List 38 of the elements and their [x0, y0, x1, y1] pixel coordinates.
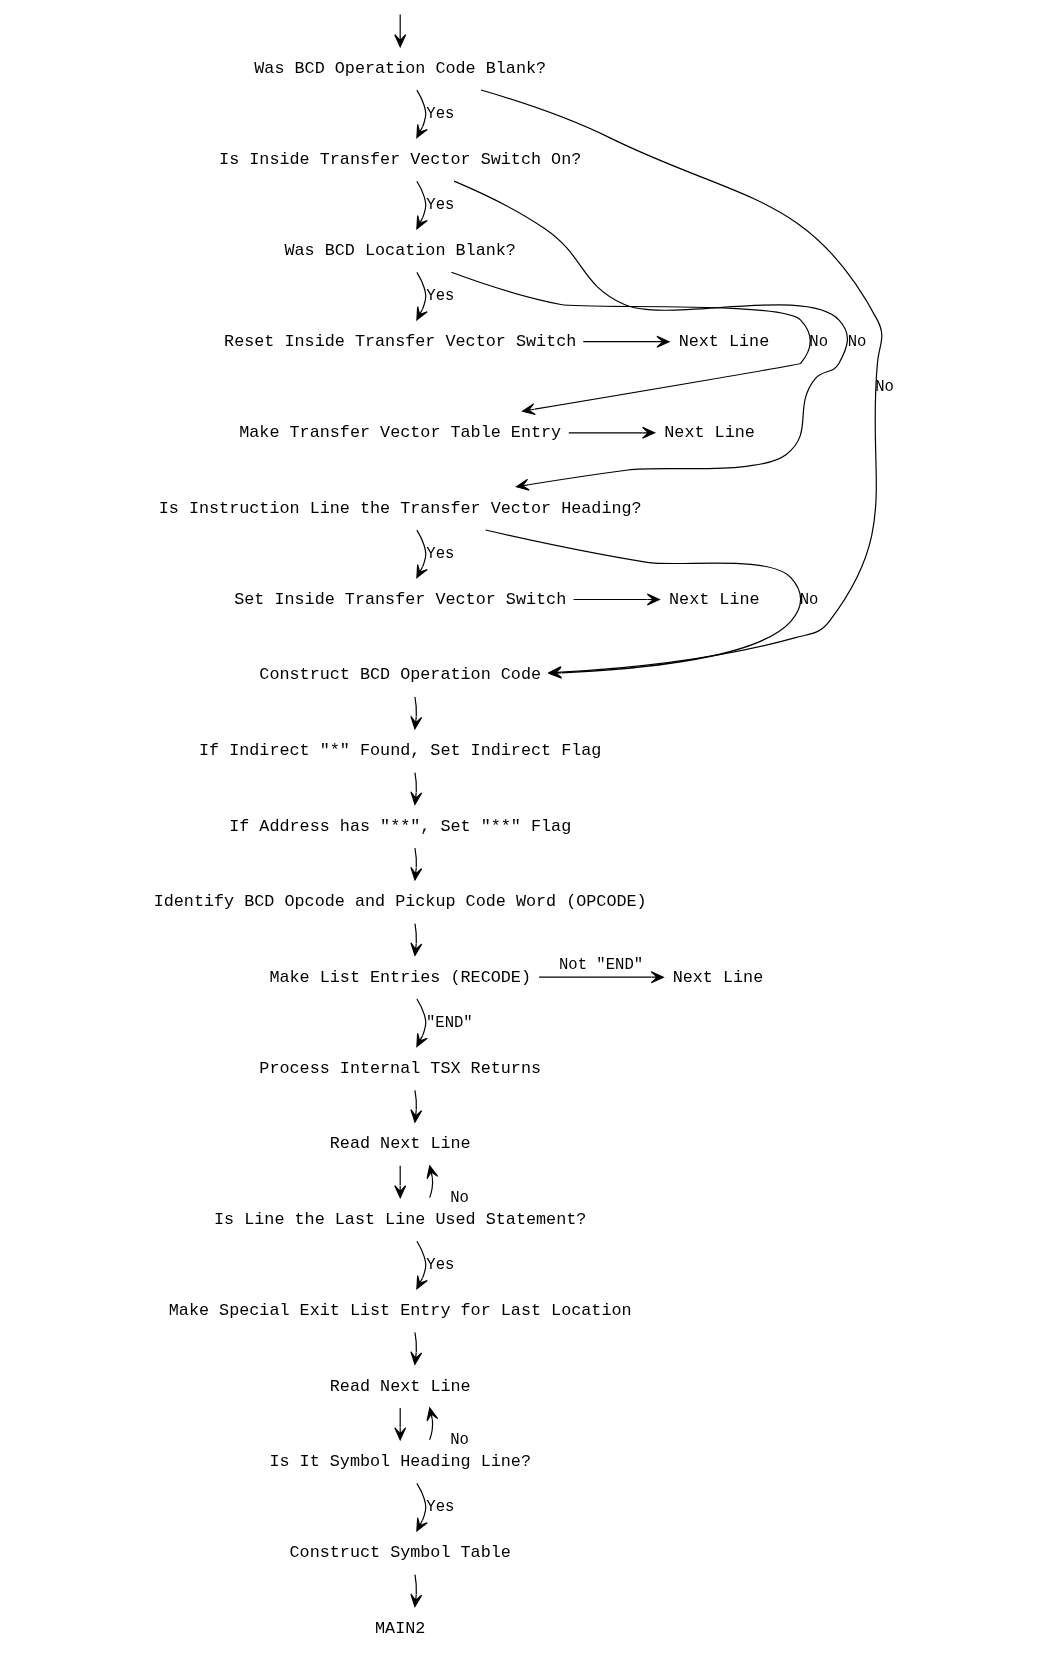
edge-label: No	[875, 378, 894, 397]
edge-label: No	[450, 1188, 469, 1207]
node-text: Is Inside Transfer Vector Switch On?	[219, 149, 582, 169]
edge-label: Yes	[426, 1498, 455, 1517]
node-text: Is Line the Last Line Used Statement?	[214, 1209, 587, 1229]
node-text: Next Line	[678, 332, 770, 352]
node-text: Next Line	[672, 967, 764, 987]
edge-label: Yes	[426, 104, 455, 123]
node-text: Make List Entries (RECODE)	[269, 967, 531, 987]
edge-label: "END"	[425, 1013, 473, 1032]
node-text: Was BCD Operation Code Blank?	[254, 58, 547, 78]
node-text: If Address has "**", Set "**" Flag	[229, 816, 572, 836]
node-text: Next Line	[664, 423, 755, 443]
node-text: Construct BCD Operation Code	[259, 665, 542, 685]
edge-label: No	[809, 332, 829, 351]
node-text: Read Next Line	[329, 1134, 471, 1154]
node-text: Construct Symbol Table	[289, 1543, 511, 1563]
edge-label: Yes	[426, 287, 455, 306]
edge-label: No	[450, 1430, 469, 1449]
edge-label: Not "END"	[558, 956, 644, 975]
edge-label: No	[847, 332, 867, 351]
node-text: Make Special Exit List Entry for Last Location	[168, 1300, 632, 1320]
node-text: Read Next Line	[329, 1376, 471, 1396]
node-text: Is Instruction Line the Transfer Vector Heading?	[158, 498, 642, 518]
node-text: Next Line	[669, 589, 760, 609]
node-text: MAIN2	[375, 1618, 426, 1638]
node-text: Was BCD Location Blank?	[284, 241, 516, 260]
node-text: If Indirect "*" Found, Set Indirect Flag	[198, 741, 602, 760]
node-text: Reset Inside Transfer Vector Switch	[224, 332, 577, 352]
node-text: Process Internal TSX Returns	[259, 1058, 542, 1078]
node-text: Set Inside Transfer Vector Switch	[234, 589, 567, 609]
edge-label: Yes	[426, 1256, 455, 1275]
edge-label: Yes	[426, 196, 455, 215]
edge-label: No	[799, 590, 819, 609]
node-text: Is It Symbol Heading Line?	[269, 1452, 531, 1472]
node-text: Identify BCD Opcode and Pickup Code Word (OPCODE)	[153, 892, 647, 912]
node-text: Make Transfer Vector Table Entry	[239, 423, 562, 443]
edge-label: Yes	[426, 545, 455, 563]
